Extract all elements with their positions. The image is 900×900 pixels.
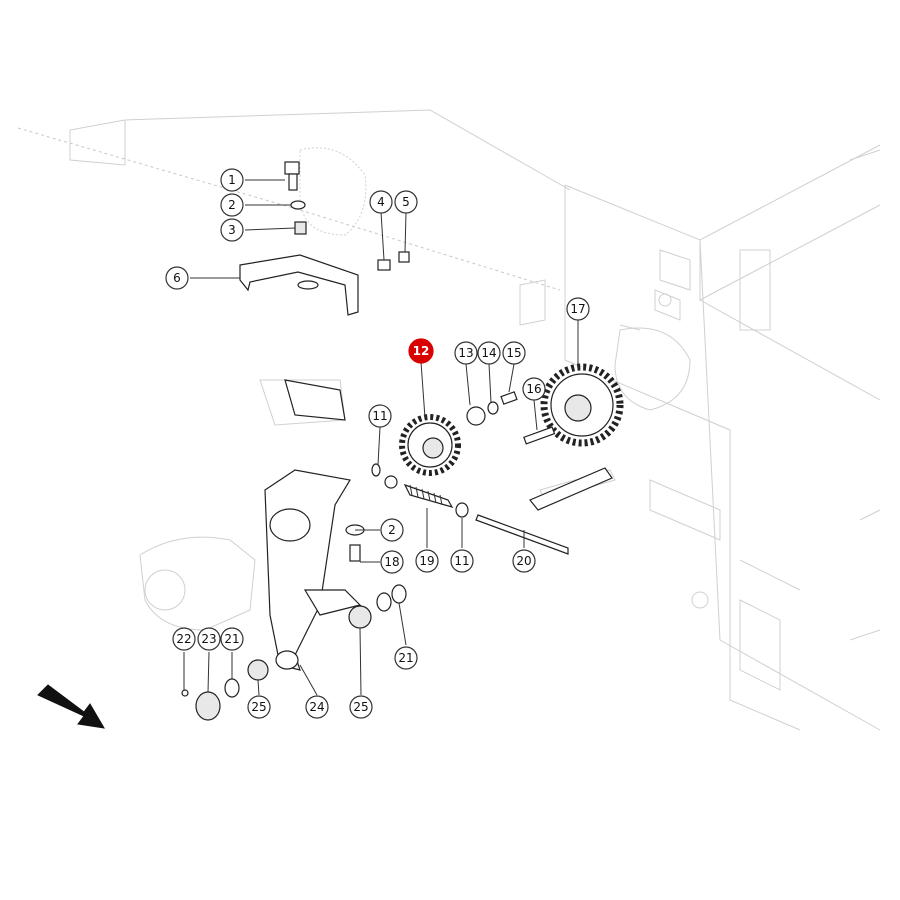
svg-text:25: 25 — [251, 700, 266, 714]
svg-text:16: 16 — [526, 382, 541, 396]
gear-part-12 — [399, 414, 461, 476]
parts — [181, 161, 624, 721]
svg-text:17: 17 — [570, 302, 585, 316]
svg-text:18: 18 — [384, 555, 399, 569]
callout-21-left: 21 — [220, 627, 244, 651]
bolt-part-15 — [500, 391, 518, 405]
svg-text:2: 2 — [388, 523, 396, 537]
callout-14: 14 — [477, 341, 501, 365]
callout-19: 19 — [415, 549, 439, 573]
bolt-part-4 — [377, 259, 391, 271]
callout-18: 18 — [380, 550, 404, 574]
rod-part-20 — [475, 514, 569, 555]
bolt-part — [284, 161, 300, 191]
callout-21-right: 21 — [394, 646, 418, 670]
spacer-part — [294, 221, 307, 235]
ring-part-21a — [376, 592, 392, 612]
callout-6: 6 — [165, 266, 189, 290]
svg-text:19: 19 — [419, 554, 434, 568]
svg-text:21: 21 — [224, 632, 239, 646]
svg-text:13: 13 — [458, 346, 473, 360]
washer-part — [290, 200, 306, 210]
callout-23: 23 — [197, 627, 221, 651]
bracket-part — [239, 254, 359, 316]
grease-nipple-part-22 — [181, 689, 189, 697]
callout-12: 12 — [408, 338, 434, 364]
direction-arrow-icon — [37, 684, 105, 729]
bolt-part-18 — [349, 544, 361, 562]
pin-part-16 — [523, 426, 556, 445]
callout-1: 1 — [220, 168, 244, 192]
shaft-part — [529, 467, 613, 511]
bushing-part-25a — [247, 659, 269, 681]
callout-2-lower: 2 — [380, 518, 404, 542]
svg-text:1: 1 — [228, 173, 236, 187]
callout-11-upper: 11 — [368, 404, 392, 428]
svg-text:14: 14 — [481, 346, 496, 360]
svg-text:25: 25 — [353, 700, 368, 714]
washer-part-11b — [455, 502, 469, 518]
callout-2: 2 — [220, 193, 244, 217]
callout-15: 15 — [502, 341, 526, 365]
svg-text:12: 12 — [413, 344, 430, 358]
callout-5: 5 — [394, 190, 418, 214]
callout-17: 17 — [566, 297, 590, 321]
bushing-part-25b — [348, 605, 372, 629]
svg-text:2: 2 — [228, 198, 236, 212]
svg-text:5: 5 — [402, 195, 410, 209]
washer-part-14 — [487, 401, 499, 415]
svg-text:20: 20 — [516, 554, 531, 568]
svg-text:22: 22 — [176, 632, 191, 646]
gear-part-17 — [540, 363, 624, 447]
nut-part-5 — [398, 251, 410, 263]
callout-25-right: 25 — [349, 695, 373, 719]
callout-22: 22 — [172, 627, 196, 651]
background-frame — [17, 109, 881, 731]
svg-text:6: 6 — [173, 271, 181, 285]
callout-11-lower: 11 — [450, 549, 474, 573]
callout-4: 4 — [369, 190, 393, 214]
svg-text:23: 23 — [201, 632, 216, 646]
svg-text:11: 11 — [454, 554, 469, 568]
bearing-part-23 — [195, 691, 221, 721]
callout-20: 20 — [512, 549, 536, 573]
svg-text:11: 11 — [372, 409, 387, 423]
svg-text:3: 3 — [228, 223, 236, 237]
callout-16: 16 — [522, 377, 546, 401]
svg-text:4: 4 — [377, 195, 385, 209]
callout-24: 24 — [305, 695, 329, 719]
ring-part-21b — [224, 678, 240, 698]
callout-13: 13 — [454, 341, 478, 365]
sensor-block — [284, 379, 346, 421]
svg-text:15: 15 — [506, 346, 521, 360]
svg-text:21: 21 — [398, 651, 413, 665]
washer-part-11a — [371, 463, 381, 477]
washer-part-13 — [466, 406, 486, 426]
callout-3: 3 — [220, 218, 244, 242]
callout-25-left: 25 — [247, 695, 271, 719]
lever-arm-part — [264, 469, 351, 671]
leader-lines — [183, 179, 579, 696]
svg-text:24: 24 — [309, 700, 324, 714]
